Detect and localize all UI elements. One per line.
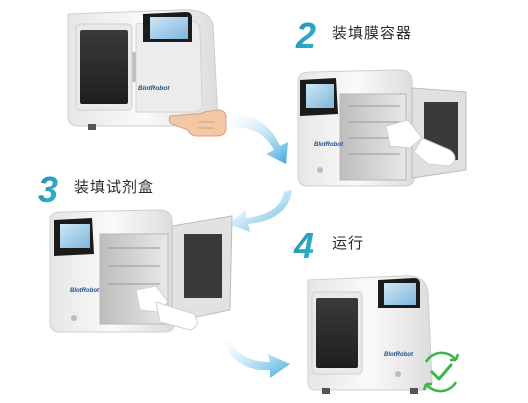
svg-text:4: 4 bbox=[293, 225, 314, 266]
brand-label: BlotRobot bbox=[138, 85, 170, 92]
arrow-curved-icon bbox=[224, 336, 290, 378]
hand-pointer-icon bbox=[168, 109, 227, 137]
step-label-2: 装填膜容器 bbox=[332, 24, 413, 42]
arrow-curved-icon bbox=[226, 115, 288, 164]
instrument-closed-4: BlotRobot bbox=[307, 275, 433, 394]
step-label-3: 装填试剂盒 bbox=[74, 178, 155, 196]
svg-text:2: 2 bbox=[295, 15, 316, 56]
step-label-4: 运行 bbox=[332, 234, 365, 252]
svg-text:BlotRobot: BlotRobot bbox=[384, 352, 414, 358]
svg-text:3: 3 bbox=[38, 169, 58, 210]
instrument-open-3: BlotRobot bbox=[49, 209, 233, 333]
svg-text:BlotRobot: BlotRobot bbox=[70, 288, 100, 294]
step-number-4: 4 bbox=[293, 225, 314, 266]
step-number-2: 2 bbox=[295, 15, 316, 56]
step-number-3: 3 bbox=[38, 169, 58, 210]
arrow-curved-icon bbox=[228, 190, 292, 232]
instrument-open-2: BlotRobot bbox=[297, 69, 467, 187]
checkmark-cycle-icon bbox=[422, 351, 460, 393]
svg-text:BlotRobot: BlotRobot bbox=[314, 142, 344, 148]
instrument-closed-1: BlotRobot bbox=[67, 9, 219, 130]
